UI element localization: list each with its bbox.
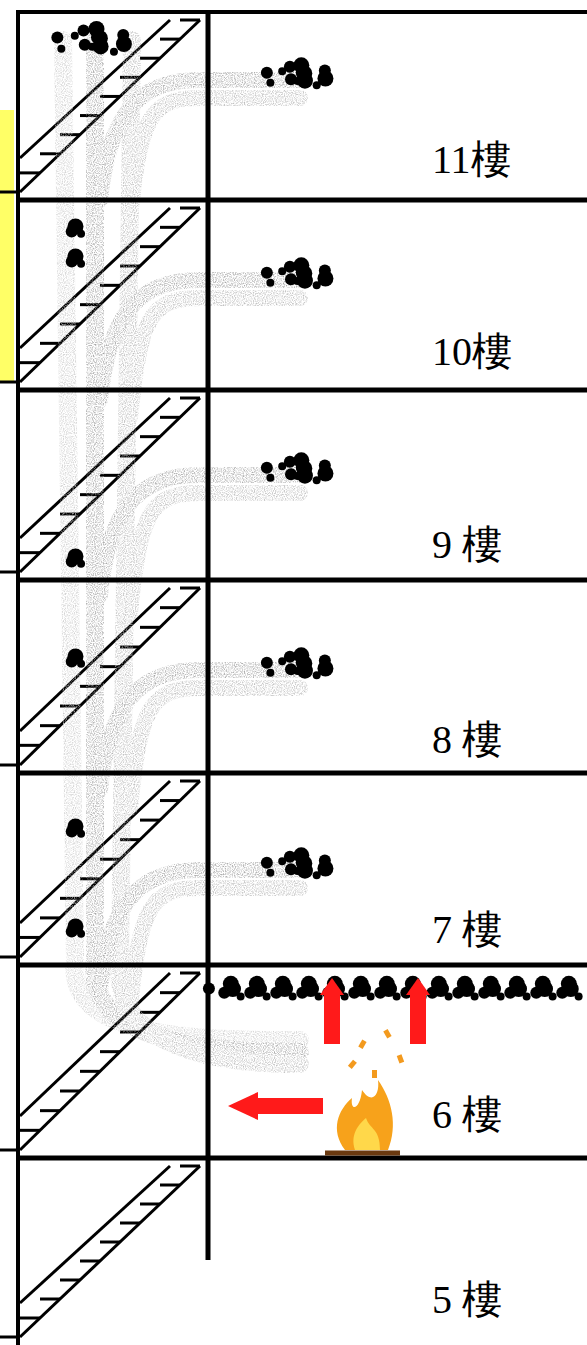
floor-label: 9 樓 bbox=[432, 525, 502, 565]
floor-label: 6 樓 bbox=[432, 1095, 502, 1135]
smoke-soot bbox=[51, 21, 582, 1000]
stair-flight bbox=[0, 1166, 200, 1337]
smoke-trails bbox=[63, 40, 300, 1064]
floor-label: 5 樓 bbox=[432, 1280, 502, 1320]
heat-arrows bbox=[228, 978, 430, 1120]
floor-label: 11樓 bbox=[432, 140, 511, 180]
fire bbox=[325, 1029, 404, 1153]
building-frame bbox=[18, 12, 587, 1345]
side-panel bbox=[0, 110, 14, 382]
floor-label: 10樓 bbox=[432, 332, 512, 372]
floor-label: 8 樓 bbox=[432, 720, 502, 760]
floor-label: 7 樓 bbox=[432, 910, 502, 950]
